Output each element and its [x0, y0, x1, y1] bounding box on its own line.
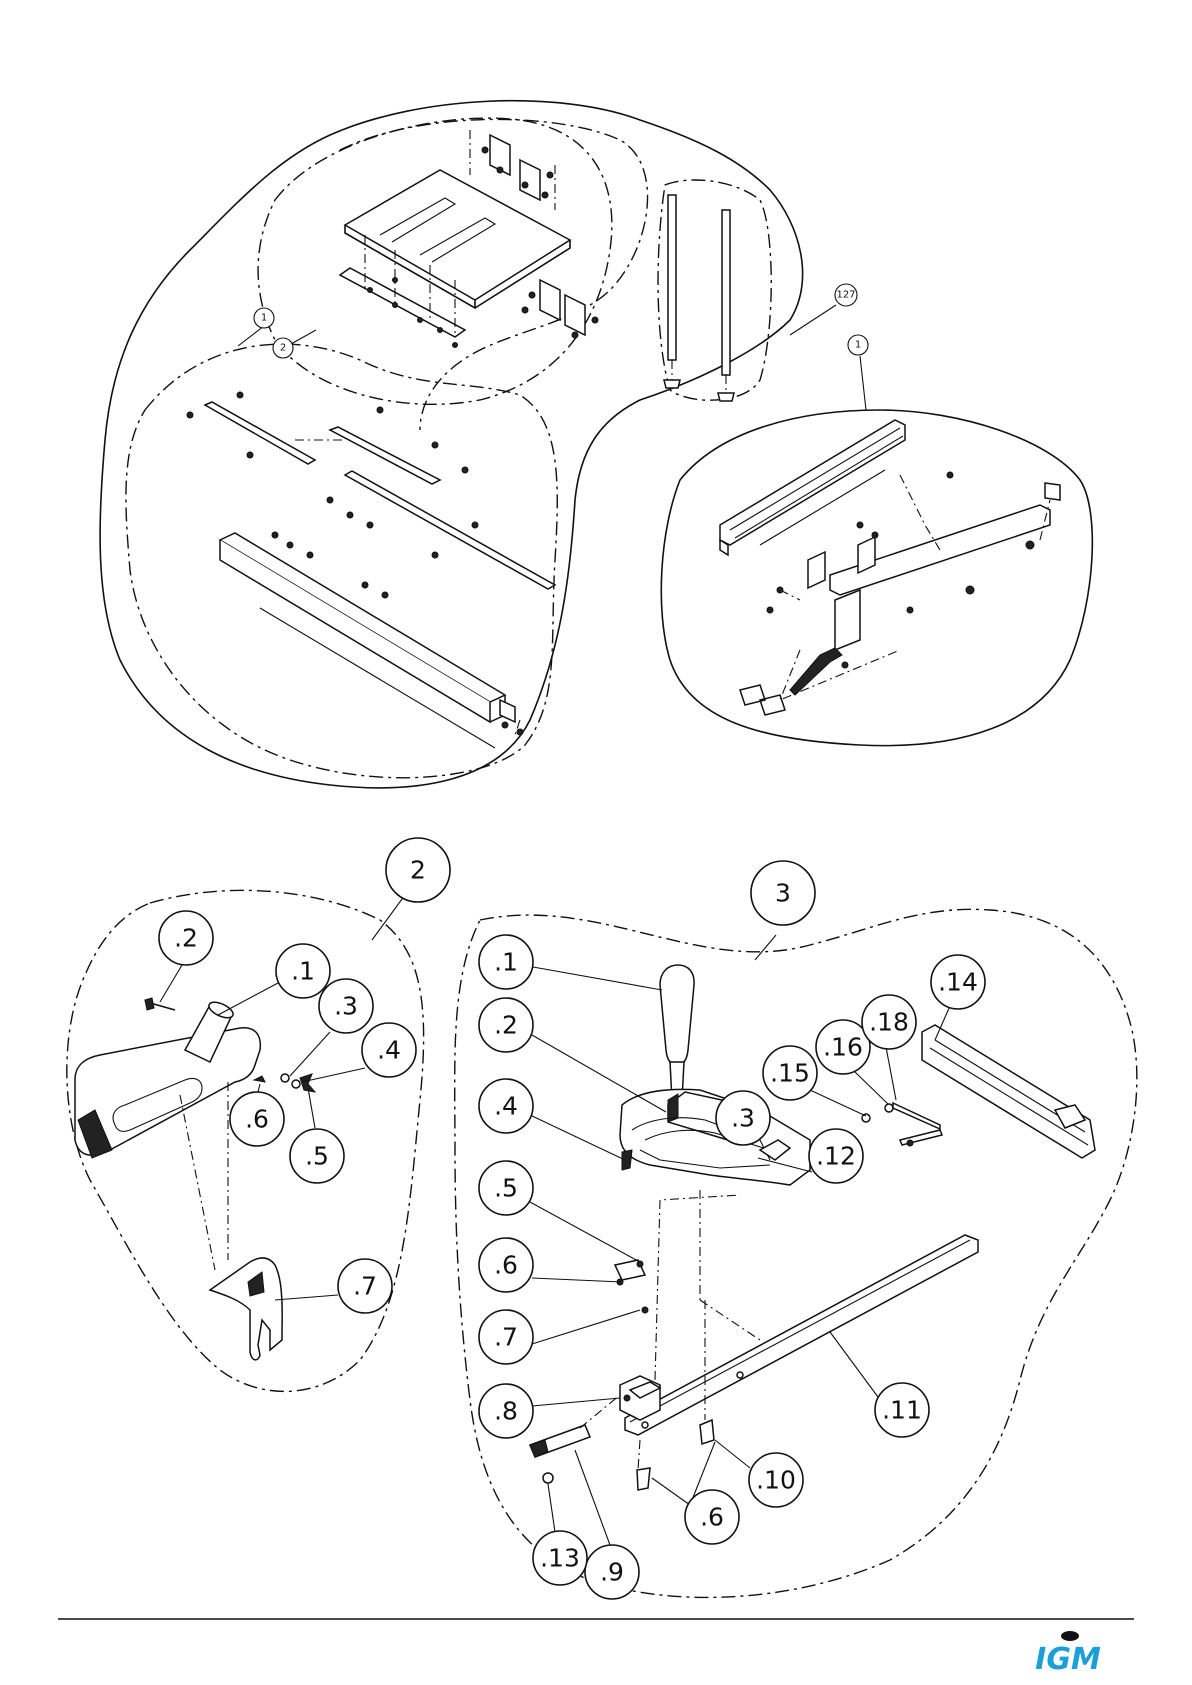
top-callout-1-left: 1	[238, 308, 274, 346]
svg-text:127: 127	[836, 290, 855, 301]
riving-knife	[210, 1258, 282, 1360]
svg-text:1: 1	[855, 340, 861, 351]
fence-assembly-group	[661, 410, 1092, 746]
detail-3-callout-9: .9	[575, 1450, 639, 1599]
detail-3-parts	[530, 965, 1095, 1490]
detail-3-callout-6b: .6	[652, 1442, 739, 1544]
front-rail	[220, 533, 505, 702]
rear-rail	[345, 471, 555, 589]
svg-text:.3: .3	[334, 992, 358, 1021]
detail-3-callout-8: .8	[479, 1384, 620, 1438]
leg-right	[722, 210, 730, 375]
rails-group	[126, 344, 557, 778]
detail-2-callout-6: .6	[230, 1084, 284, 1146]
svg-text:.1: .1	[494, 948, 518, 977]
svg-text:.6: .6	[245, 1105, 269, 1134]
igm-logo: IGM	[1035, 1631, 1101, 1677]
detail-2-title-callout: 2	[372, 838, 450, 940]
svg-text:3: 3	[775, 879, 791, 908]
svg-text:.2: .2	[174, 924, 198, 953]
svg-text:1: 1	[261, 313, 267, 324]
detail-2-callout-5: .5	[290, 1088, 344, 1183]
short-rail-a	[205, 402, 315, 464]
legs-group	[658, 180, 771, 401]
svg-text:.15: .15	[770, 1059, 810, 1088]
svg-text:.2: .2	[494, 1011, 518, 1040]
svg-text:2: 2	[280, 343, 286, 354]
svg-text:.1: .1	[291, 957, 315, 986]
table-extension-group	[258, 118, 612, 404]
fence-head	[835, 590, 860, 650]
svg-text:.8: .8	[494, 1397, 518, 1426]
detail-2-callout-4: .4	[302, 1023, 416, 1082]
leg-left	[668, 195, 676, 360]
svg-text:.16: .16	[823, 1033, 863, 1062]
fence-extrusion	[720, 420, 905, 545]
svg-text:.4: .4	[494, 1092, 518, 1121]
miter-handle	[660, 965, 694, 1065]
svg-text:.3: .3	[731, 1104, 755, 1133]
detail-3-callout-3: .3	[716, 1091, 770, 1145]
svg-text:.12: .12	[816, 1142, 856, 1171]
detail-3-callout-11: .11	[830, 1332, 929, 1437]
detail-2-callout-7: .7	[275, 1259, 392, 1313]
svg-text:.11: .11	[882, 1396, 922, 1425]
detail-3-callout-13: .13	[533, 1484, 587, 1585]
svg-text:.13: .13	[540, 1544, 580, 1573]
svg-text:.6: .6	[494, 1251, 518, 1280]
detail-3-callout-7: .7	[479, 1310, 640, 1364]
top-callout-1-right: 1	[848, 335, 868, 410]
svg-text:.7: .7	[353, 1272, 377, 1301]
detail-3-title-callout: 3	[751, 861, 815, 960]
detail-2-parts	[75, 998, 315, 1360]
svg-text:2: 2	[410, 856, 426, 885]
svg-text:.5: .5	[494, 1174, 518, 1203]
svg-text:.6: .6	[700, 1503, 724, 1532]
svg-text:.7: .7	[494, 1323, 518, 1352]
detail-3-callout-4: .4	[479, 1079, 625, 1160]
miter-fence	[922, 1025, 1095, 1158]
detail-2-callout-2: .2	[159, 911, 213, 1002]
top-callout-127: 127	[790, 284, 857, 335]
detail-3-callout-6: .6	[479, 1238, 622, 1292]
svg-text:IGM: IGM	[1035, 1642, 1101, 1677]
svg-text:.18: .18	[869, 1008, 909, 1037]
svg-text:.10: .10	[756, 1466, 796, 1495]
svg-text:.5: .5	[305, 1142, 329, 1171]
svg-text:.9: .9	[600, 1558, 624, 1587]
svg-text:.4: .4	[377, 1036, 401, 1065]
svg-text:.14: .14	[938, 968, 978, 997]
detail-2-callout-1: .1	[218, 944, 330, 1015]
detail-3-callout-1: .1	[479, 935, 662, 990]
